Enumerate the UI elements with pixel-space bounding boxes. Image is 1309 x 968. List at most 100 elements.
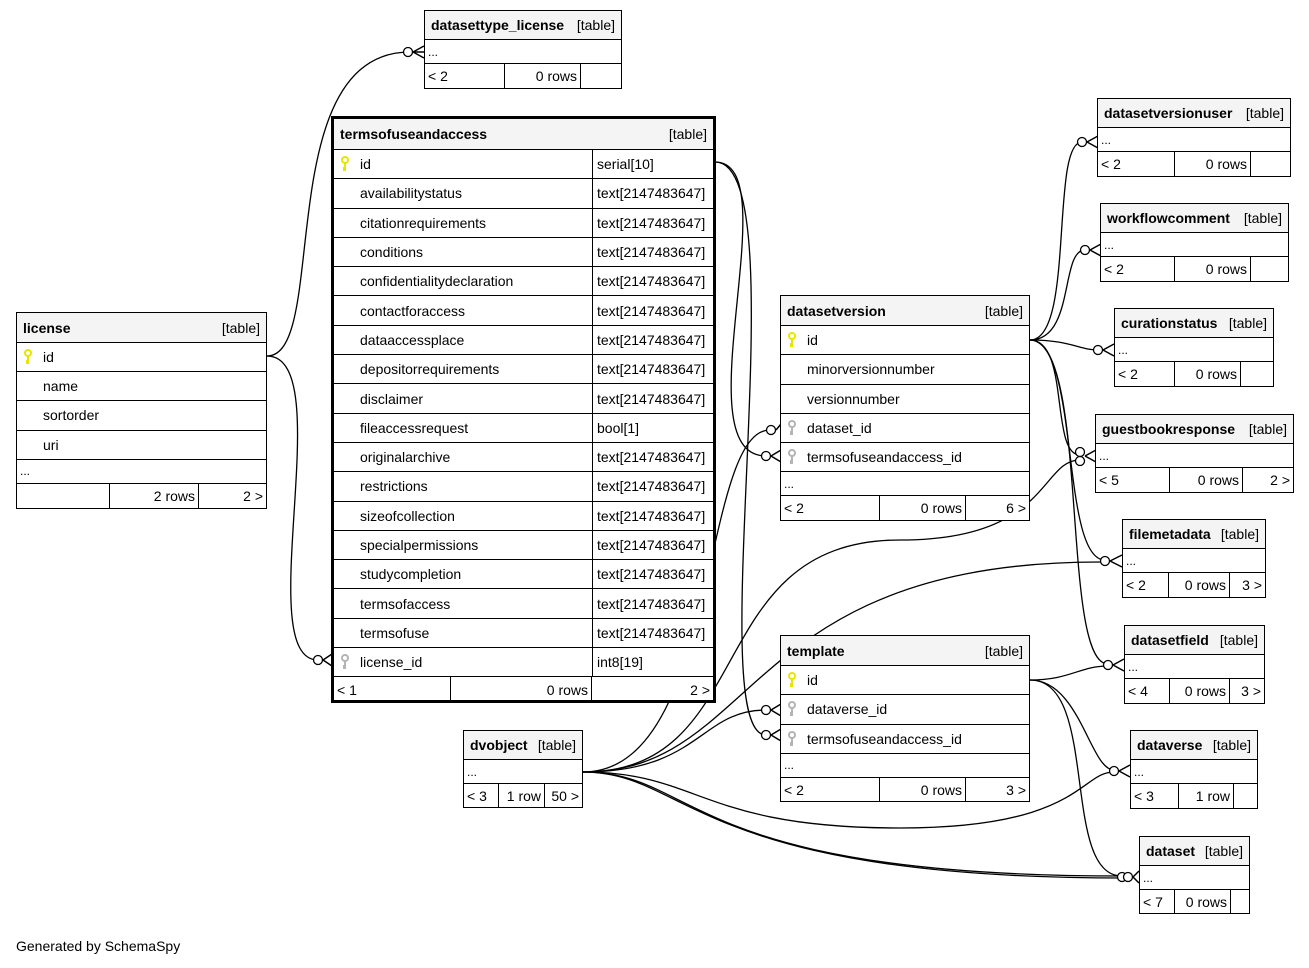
column-row[interactable]: minorversionnumber <box>781 355 1029 385</box>
generated-by-label: Generated by SchemaSpy <box>16 938 181 954</box>
column-row[interactable]: id <box>781 666 1029 696</box>
column-row[interactable]: dataverse_id <box>781 695 1029 725</box>
table-kind: [table] <box>1212 737 1251 753</box>
column-row[interactable]: termsofuseandaccess_id <box>781 725 1029 754</box>
column-cell: specialpermissions <box>334 531 592 559</box>
children-link[interactable] <box>1230 890 1249 913</box>
table-header: dataverse [table] <box>1131 731 1257 760</box>
children-link[interactable]: 3 > <box>1229 679 1264 703</box>
parents-link[interactable] <box>17 484 109 508</box>
table-header: workflowcomment [table] <box>1101 204 1288 233</box>
row-count: 0 rows <box>1169 679 1229 703</box>
parents-link[interactable]: < 2 <box>428 68 448 84</box>
table-kind: [table] <box>576 17 615 33</box>
table-kind: [table] <box>984 302 1023 319</box>
column-name: sortorder <box>43 407 100 424</box>
children-link[interactable]: 3 > <box>1229 573 1265 597</box>
parents-link[interactable]: < 2 <box>1126 577 1146 593</box>
children-link[interactable]: 2 > <box>1242 468 1293 492</box>
table-header: dvobject [table] <box>464 731 582 760</box>
children-link[interactable] <box>1250 257 1288 281</box>
children-link[interactable] <box>1240 362 1273 386</box>
table-footer: < 7 0 rows <box>1140 890 1249 913</box>
column-row[interactable]: id <box>17 343 266 373</box>
column-name: availabilitystatus <box>360 185 462 202</box>
table-datasetversionuser[interactable]: datasetversionuser [table] ... < 2 0 row… <box>1097 98 1291 177</box>
children-link[interactable]: 3 > <box>965 777 1029 802</box>
primary-key-icon <box>787 672 807 688</box>
parents-link[interactable]: < 7 <box>1143 893 1163 910</box>
table-name: datasetfield <box>1131 632 1209 648</box>
parents-link[interactable]: < 2 <box>784 500 804 517</box>
table-datasetfield[interactable]: datasetfield [table] ... < 4 0 rows 3 > <box>1124 625 1265 704</box>
column-row[interactable]: sortorder <box>17 401 266 431</box>
parents-link[interactable]: < 2 <box>1104 261 1124 277</box>
column-row[interactable]: id <box>781 326 1029 356</box>
column-cell: id <box>334 150 592 178</box>
table-curationstatus[interactable]: curationstatus [table] ... < 2 0 rows <box>1114 308 1274 387</box>
parents-link[interactable]: < 3 <box>1134 788 1154 804</box>
parents-link[interactable]: < 2 <box>784 781 804 798</box>
parents-link[interactable]: < 2 <box>1101 156 1121 172</box>
parents-link[interactable]: < 4 <box>1128 683 1148 699</box>
table-guestbookresponse[interactable]: guestbookresponse [table] ... < 5 0 rows… <box>1095 414 1294 493</box>
column-row[interactable]: termsofuseandaccess_id <box>781 443 1029 473</box>
table-filemetadata[interactable]: filemetadata [table] ... < 2 0 rows 3 > <box>1122 519 1266 598</box>
column-cell: studycompletion <box>334 560 592 588</box>
column-row[interactable]: name <box>17 372 266 402</box>
table-dvobject[interactable]: dvobject [table] ... < 3 1 row 50 > <box>463 730 583 808</box>
table-dataverse[interactable]: dataverse [table] ... < 3 1 row <box>1130 730 1258 809</box>
children-link[interactable]: 2 > <box>198 483 266 508</box>
table-header: guestbookresponse [table] <box>1096 415 1293 444</box>
column-type: text[2147483647] <box>592 325 713 355</box>
parents-link[interactable]: < 2 <box>1118 366 1138 382</box>
children-link[interactable] <box>1250 152 1290 176</box>
column-row[interactable]: versionnumber <box>781 385 1029 414</box>
row-count: 1 row <box>498 784 544 807</box>
column-cell: minorversionnumber <box>781 355 1029 383</box>
column-row[interactable]: dataset_id <box>781 414 1029 444</box>
column-cell: uri <box>17 431 266 459</box>
table-name: filemetadata <box>1129 526 1211 542</box>
table-datasettype-license[interactable]: datasettype_license [table] ... < 2 0 ro… <box>424 10 622 89</box>
column-name: restrictions <box>360 478 428 495</box>
children-link[interactable]: 6 > <box>965 496 1029 521</box>
children-link[interactable] <box>1233 784 1257 808</box>
table-dataset[interactable]: dataset [table] ... < 7 0 rows <box>1139 836 1250 914</box>
table-kind: [table] <box>221 319 260 336</box>
table-header: template [table] <box>781 636 1029 666</box>
column-row[interactable]: uri <box>17 431 266 460</box>
children-link[interactable]: 2 > <box>591 677 713 703</box>
table-workflowcomment[interactable]: workflowcomment [table] ... < 2 0 rows <box>1100 203 1289 282</box>
parents-link[interactable]: < 5 <box>1099 472 1119 488</box>
table-footer: < 5 0 rows 2 > <box>1096 468 1293 492</box>
parents-link[interactable]: < 1 <box>337 681 357 698</box>
edge-template-dataset <box>1029 679 1123 877</box>
children-link[interactable] <box>580 64 621 88</box>
parents-link[interactable]: < 3 <box>467 787 487 804</box>
column-cell: termsofuseandaccess_id <box>781 443 1029 471</box>
children-link[interactable]: 50 > <box>544 784 582 807</box>
